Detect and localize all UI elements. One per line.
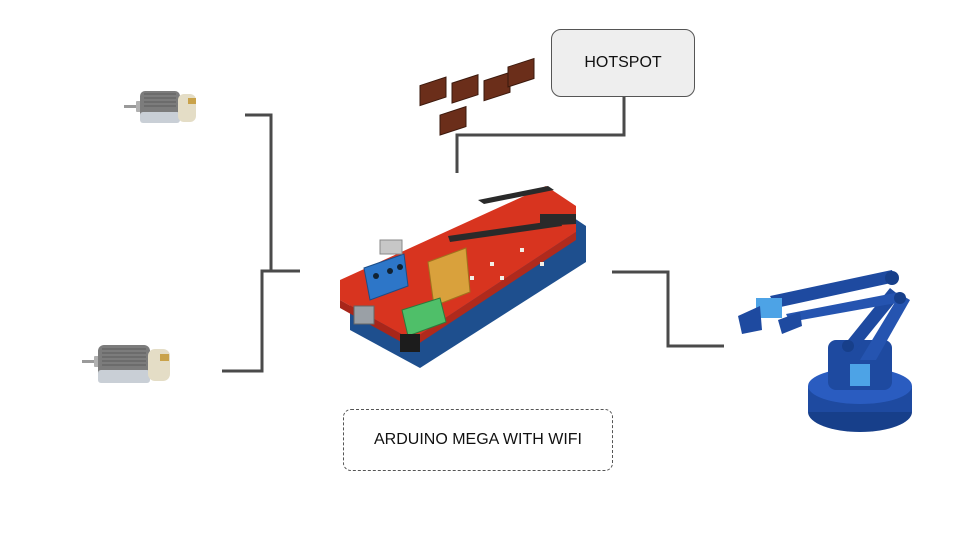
arduino-label: ARDUINO MEGA WITH WIFI [374, 431, 582, 448]
hotspot-label: HOTSPOT [584, 54, 662, 71]
connector-motor-top [245, 113, 300, 273]
hotspot-node: HOTSPOT [551, 29, 695, 97]
arduino-board-icon [340, 57, 586, 368]
robot-arm-icon [738, 270, 912, 432]
arduino-caption: ARDUINO MEGA WITH WIFI [343, 409, 613, 471]
connector-lines [222, 96, 724, 373]
connector-robot-arm [612, 270, 724, 348]
connector-motor-bottom [222, 269, 300, 373]
connector-hotspot [455, 96, 626, 173]
dc-motor-icon [124, 91, 196, 123]
dc-motor-icon [82, 345, 170, 383]
